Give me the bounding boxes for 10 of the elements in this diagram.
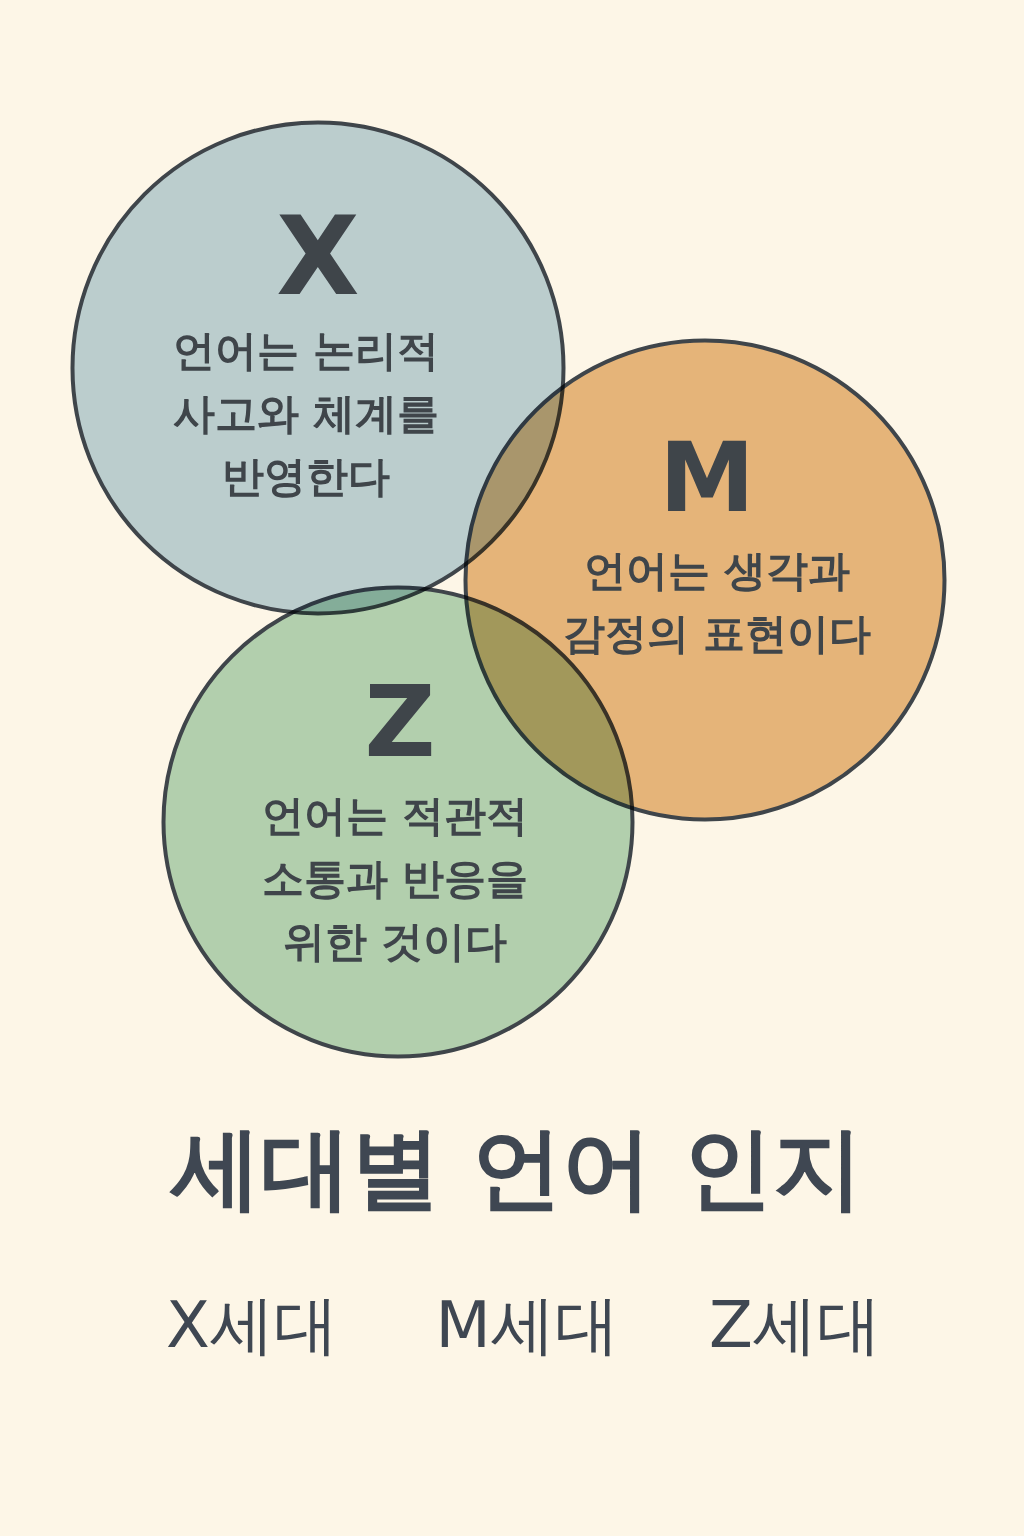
generation-label: M세대 — [435, 1290, 619, 1361]
circle-description: 언어는 적관적 소통과 반응을 위한 것이다 — [261, 790, 529, 968]
circle-description: 언어는 생각과 감정의 표현이다 — [562, 545, 872, 660]
generation-letter: M — [659, 430, 755, 526]
generation-letter: Z — [364, 673, 436, 771]
generation-letter: X — [276, 203, 360, 311]
diagram-title: 세대별 언어 인지 — [170, 1118, 864, 1217]
circle-description: 언어는 논리적 사고와 체계를 반영한다 — [172, 325, 440, 503]
generation-label: X세대 — [166, 1290, 338, 1361]
generation-label: Z세대 — [709, 1290, 881, 1361]
